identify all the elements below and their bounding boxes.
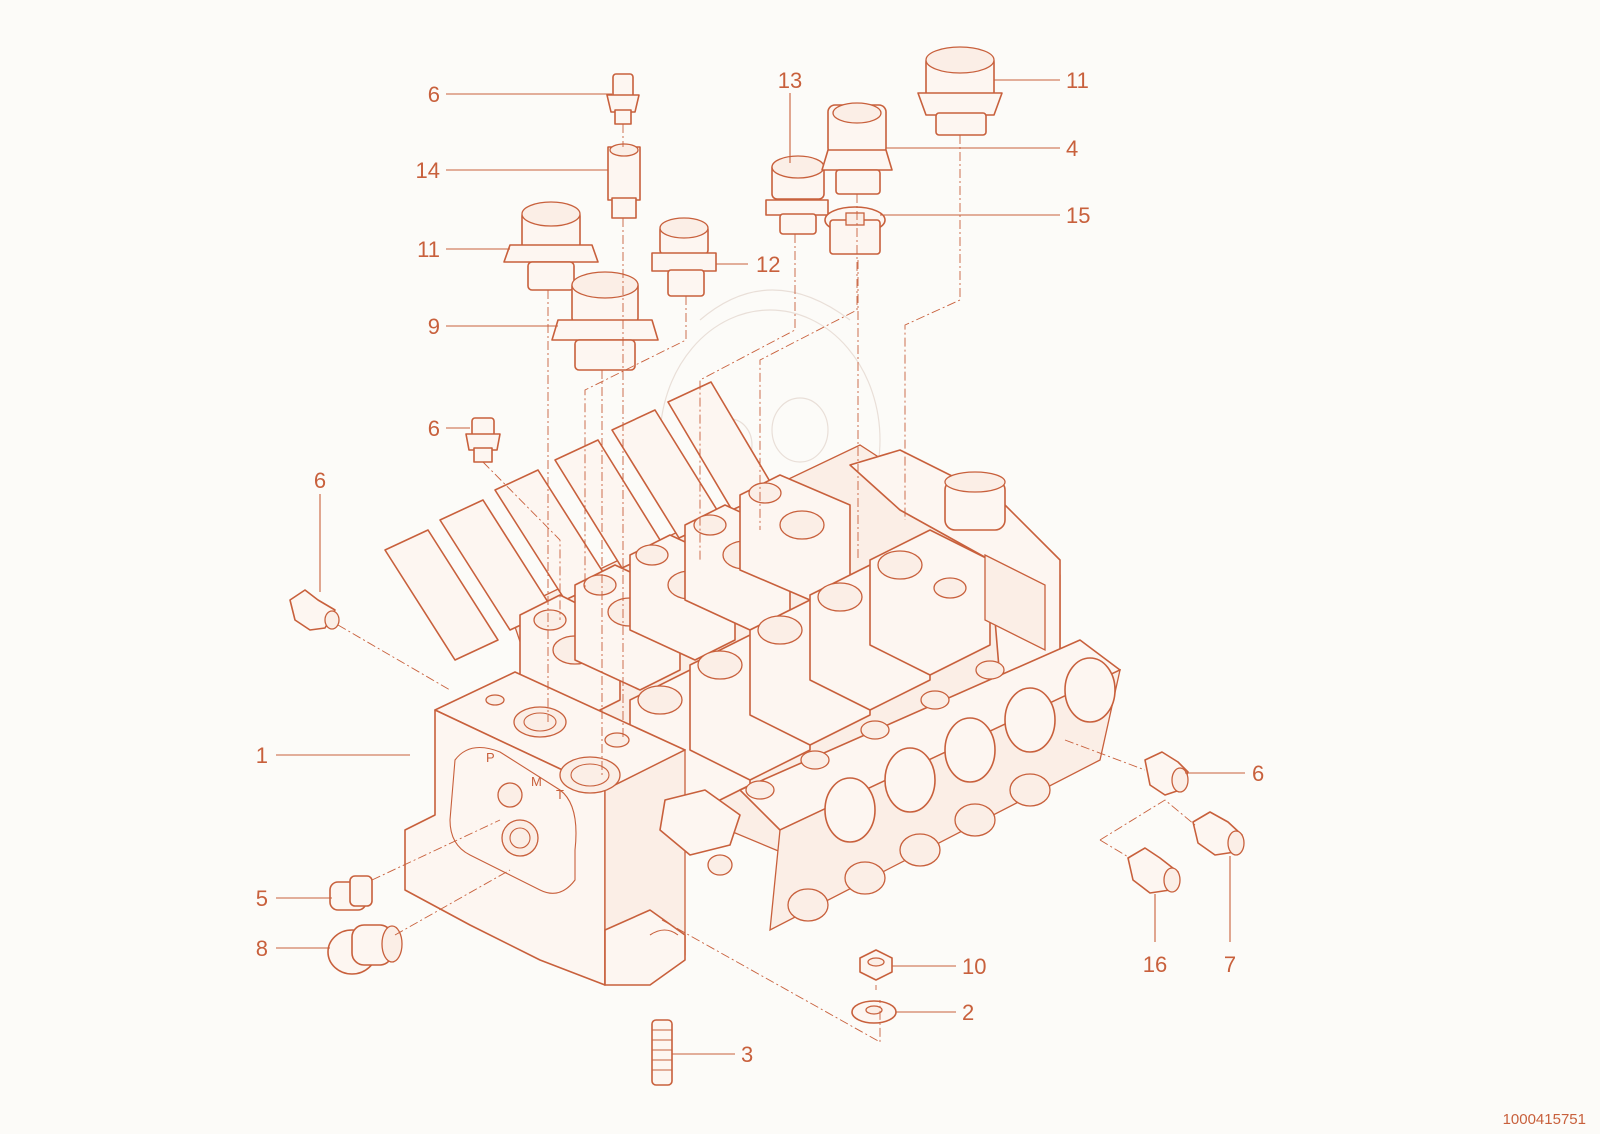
callout-6-right: 6 (1252, 761, 1264, 786)
washer-2 (851, 1000, 897, 1024)
callout-16: 16 (1143, 952, 1167, 977)
fitting-6-right (1144, 751, 1189, 796)
leader-lines (276, 79, 1245, 1055)
port-mark-m: M (531, 774, 542, 789)
plug-15 (824, 206, 886, 255)
fitting-9 (551, 271, 659, 371)
callout-3: 3 (741, 1042, 753, 1067)
fitting-8 (327, 924, 403, 975)
callout-10: 10 (962, 954, 986, 979)
callout-6-mid: 6 (428, 416, 440, 441)
callout-7: 7 (1224, 952, 1236, 977)
port-mark-t: T (556, 787, 564, 802)
stud-3 (651, 1019, 673, 1086)
document-number: 1000415751 (1503, 1111, 1586, 1128)
fitting-4 (821, 102, 893, 195)
callout-2: 2 (962, 1000, 974, 1025)
manifold-bolts (745, 660, 1005, 800)
callout-labels: 6 14 11 9 6 6 1 5 8 3 12 13 11 4 15 6 7 … (256, 68, 1265, 1067)
callout-13: 13 (778, 68, 802, 93)
callout-14: 14 (416, 158, 440, 183)
callout-11-right: 11 (1066, 68, 1089, 93)
fitting-7 (1192, 811, 1245, 856)
port-mark-p: P (486, 750, 495, 765)
actuator-manifold (739, 639, 1121, 932)
callout-1: 1 (256, 743, 268, 768)
callout-6-left: 6 (314, 468, 326, 493)
fitting-11-left (503, 201, 599, 291)
fitting-6-top (606, 73, 640, 125)
nut-10 (859, 949, 893, 981)
fitting-11-right (917, 46, 1003, 136)
fitting-14 (607, 143, 641, 219)
callout-9: 9 (428, 314, 440, 339)
fitting-6-left (289, 589, 340, 631)
callout-11-left: 11 (417, 237, 440, 262)
loose-fittings (289, 46, 1245, 1086)
fitting-12 (651, 217, 717, 297)
valve-body-assembly: P M T (384, 381, 1121, 986)
assembly-lines (337, 124, 1196, 1043)
fitting-13 (765, 155, 829, 235)
fitting-16 (1127, 847, 1181, 894)
callout-12: 12 (756, 252, 780, 277)
cylinders (787, 657, 1116, 922)
callout-4: 4 (1066, 136, 1078, 161)
callout-5: 5 (256, 886, 268, 911)
callout-8: 8 (256, 936, 268, 961)
inlet-section: P M T (404, 671, 686, 986)
fitting-6-mid (465, 417, 501, 463)
fitting-5 (329, 875, 373, 911)
callout-15: 15 (1066, 203, 1090, 228)
callout-6-top: 6 (428, 82, 440, 107)
side-connector (659, 789, 741, 876)
